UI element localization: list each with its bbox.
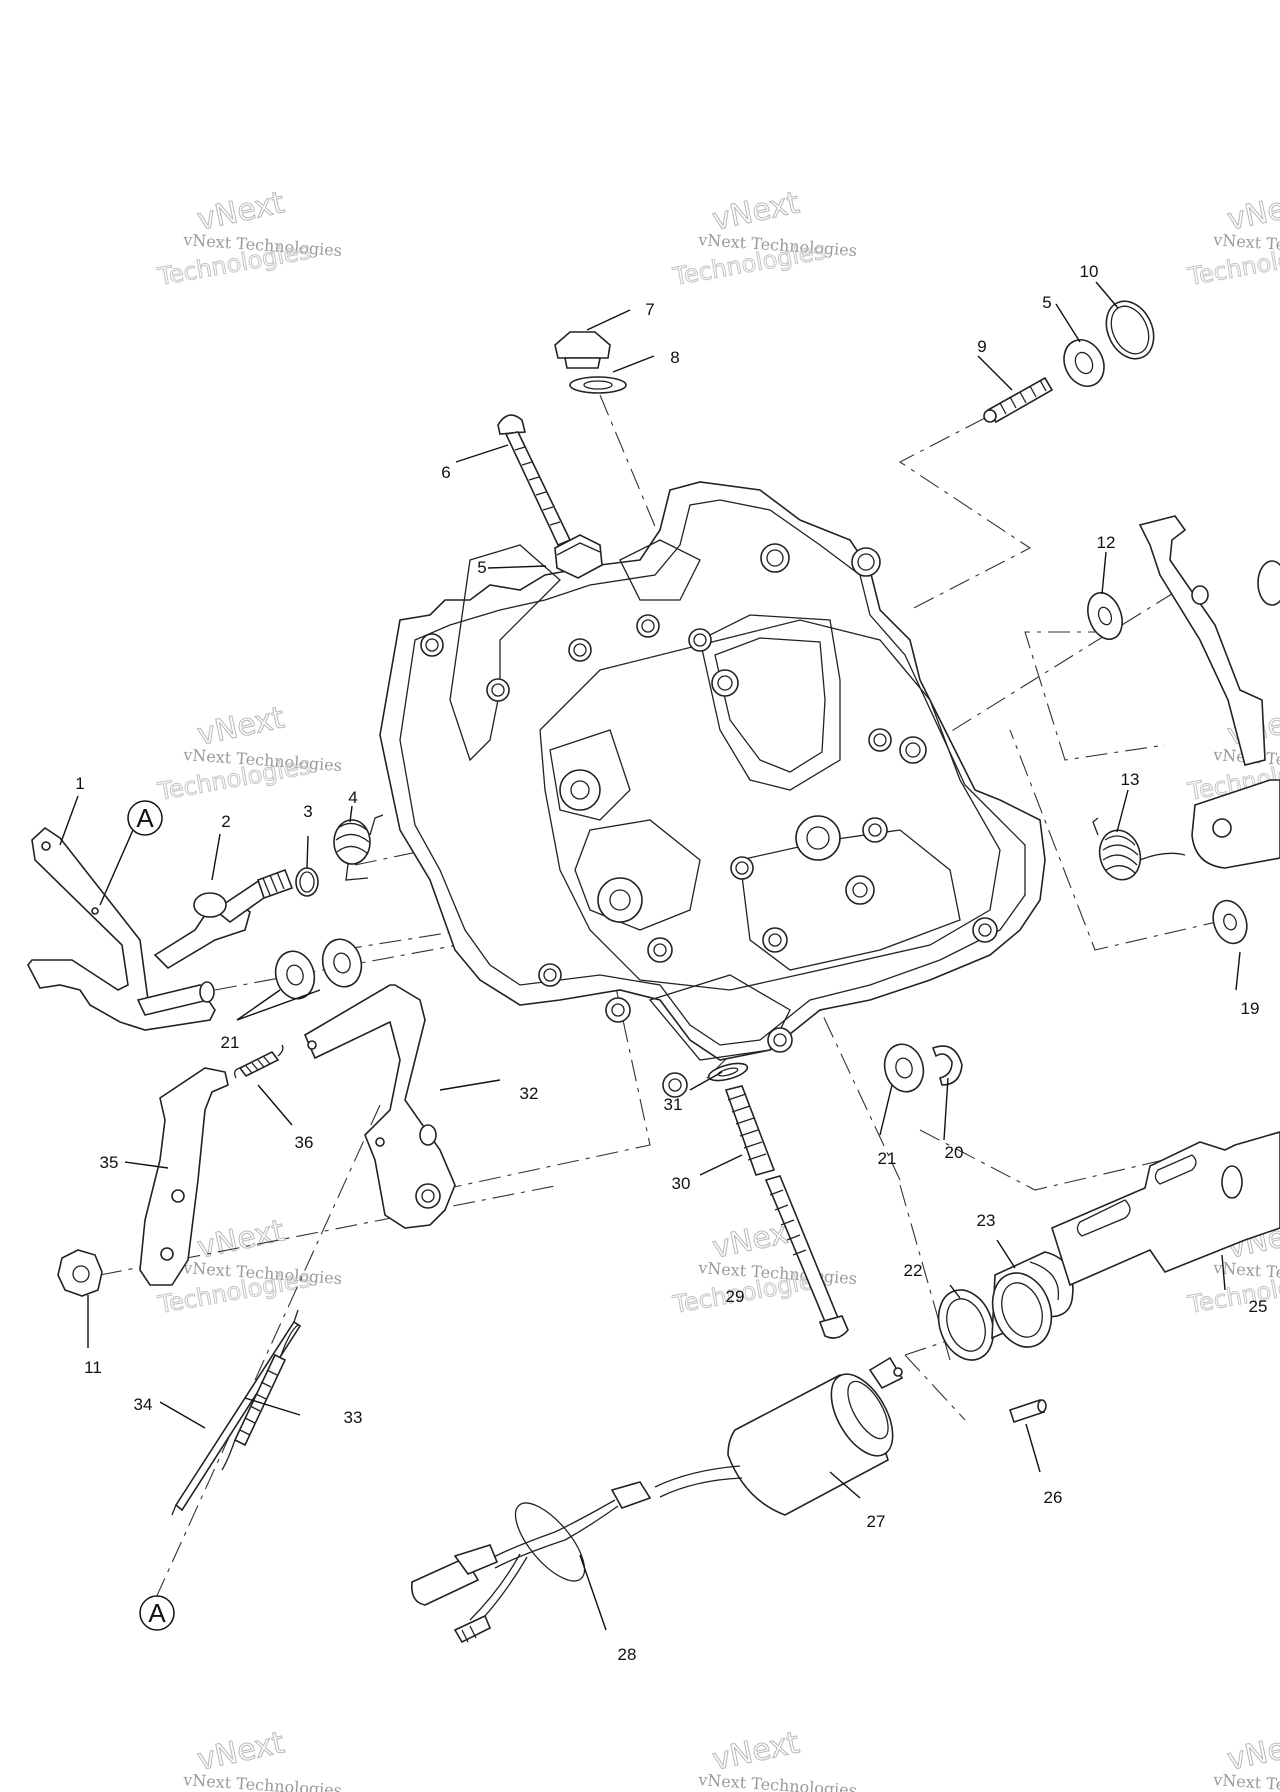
part-19-washer: [1212, 899, 1248, 945]
part-1-lever: [27, 826, 216, 1031]
part-27-solenoid: [654, 1356, 904, 1516]
part-22-ring: [937, 1289, 995, 1361]
part-5-nut: [554, 534, 603, 579]
callout-35: 35: [100, 1153, 119, 1172]
callout-20: 20: [945, 1143, 964, 1162]
part-3-ring: [295, 867, 319, 897]
watermark-ml: vNext vNext Technologies Technologies: [155, 700, 343, 807]
callout-23: 23: [977, 1211, 996, 1230]
part-36-spring: [234, 1044, 284, 1079]
callout-29: 29: [726, 1287, 745, 1306]
part-5-nut-right: [1063, 339, 1105, 387]
reference-mark-label: A: [148, 1598, 166, 1628]
reference-mark-a-top: A: [127, 800, 163, 836]
watermark-bottom-c: vNext vNext Technologies: [697, 1725, 858, 1792]
callout-7: 7: [645, 300, 654, 319]
part-30-spring: [724, 1085, 776, 1176]
housing: [379, 481, 1046, 1098]
callout-36: 36: [295, 1133, 314, 1152]
part-11-nut: [57, 1249, 103, 1297]
callout-labels: 1 2 3 4 5 6 7 8 9 10 5 12 13 19 20 21 21…: [75, 262, 1267, 1664]
part-10-cap: [1105, 300, 1155, 360]
part-32-lever: [303, 984, 456, 1229]
callout-31: 31: [664, 1095, 683, 1114]
part-29-bolt: [764, 1175, 849, 1339]
watermark-text: vNext Technologies: [1212, 1770, 1280, 1792]
callout-21-right: 21: [878, 1149, 897, 1168]
callout-11: 11: [84, 1358, 102, 1377]
part-21-washer-right: [883, 1043, 925, 1093]
part-35-bracket: [139, 1067, 229, 1286]
part-2-shaft: [153, 868, 294, 970]
part-9-stud: [983, 376, 1054, 424]
callout-19: 19: [1241, 999, 1260, 1018]
callout-2: 2: [221, 812, 230, 831]
callout-13: 13: [1121, 770, 1140, 789]
callout-5: 5: [477, 558, 486, 577]
reference-mark-label: A: [136, 803, 154, 833]
watermark-vnext: vNext: [194, 1725, 287, 1778]
callout-8: 8: [670, 348, 679, 367]
part-right-bracket: [1138, 515, 1280, 766]
part-4-spring: [333, 814, 384, 881]
watermark-tl: vNext vNext Technologies Technologies: [155, 185, 343, 292]
watermark-vnext: vNext: [194, 185, 287, 238]
callout-4: 4: [348, 788, 357, 807]
watermark-vnext: vNext: [709, 185, 802, 238]
watermark-vnext: vNext: [709, 1725, 802, 1778]
watermark-vnext: vNext: [1224, 1725, 1280, 1778]
part-26-pin: [1008, 1398, 1047, 1424]
callout-9: 9: [977, 337, 986, 356]
watermark-vnext: vNext: [194, 1213, 287, 1266]
callout-27: 27: [867, 1512, 886, 1531]
part-33-spring: [221, 1324, 299, 1471]
part-20-clip: [931, 1045, 963, 1086]
callout-33: 33: [344, 1408, 363, 1427]
watermark-vnext: vNext: [194, 700, 287, 753]
callout-26: 26: [1044, 1488, 1063, 1507]
part-21-washer-left: [274, 938, 363, 1000]
leader-lines: [59, 281, 1241, 1631]
callout-30: 30: [672, 1174, 691, 1193]
callout-22: 22: [904, 1261, 923, 1280]
callout-12: 12: [1097, 533, 1116, 552]
callout-21-left: 21: [221, 1033, 240, 1052]
part-12-washer: [1087, 591, 1123, 641]
watermark-tc: vNext vNext Technologies Technologies: [670, 185, 858, 292]
part-right-lever: [1191, 779, 1280, 869]
callout-28: 28: [618, 1645, 637, 1664]
callout-5-right: 5: [1042, 293, 1051, 312]
part-7-plug: [554, 331, 611, 369]
watermark-bottom-r: vNext vNext Technologies: [1212, 1725, 1280, 1792]
callout-3: 3: [303, 802, 312, 821]
part-23-collar: [991, 1251, 1074, 1348]
watermark-tr: vNext vNext Technologies Technologies: [1185, 185, 1280, 292]
watermark-text: vNext Technologies: [697, 1770, 858, 1792]
part-31-washer: [707, 1062, 749, 1082]
callout-1: 1: [75, 774, 84, 793]
callout-10: 10: [1080, 262, 1099, 281]
part-6-bolt: [497, 414, 572, 547]
callout-25: 25: [1249, 1297, 1268, 1316]
part-25-bracket: [1051, 1131, 1280, 1287]
part-28-cable: [410, 1481, 652, 1644]
part-8-washer: [569, 376, 627, 394]
watermark-bottom-l: vNext vNext Technologies: [182, 1725, 343, 1792]
part-13-spring: [1092, 817, 1186, 881]
watermark-vnext: vNext: [1224, 185, 1280, 238]
callout-6: 6: [441, 463, 450, 482]
reference-mark-a-bottom: A: [139, 1595, 175, 1631]
part-34-rod: [171, 1309, 302, 1516]
callout-34: 34: [134, 1395, 153, 1414]
watermark-text: vNext Technologies: [182, 1770, 343, 1792]
callout-32: 32: [520, 1084, 539, 1103]
